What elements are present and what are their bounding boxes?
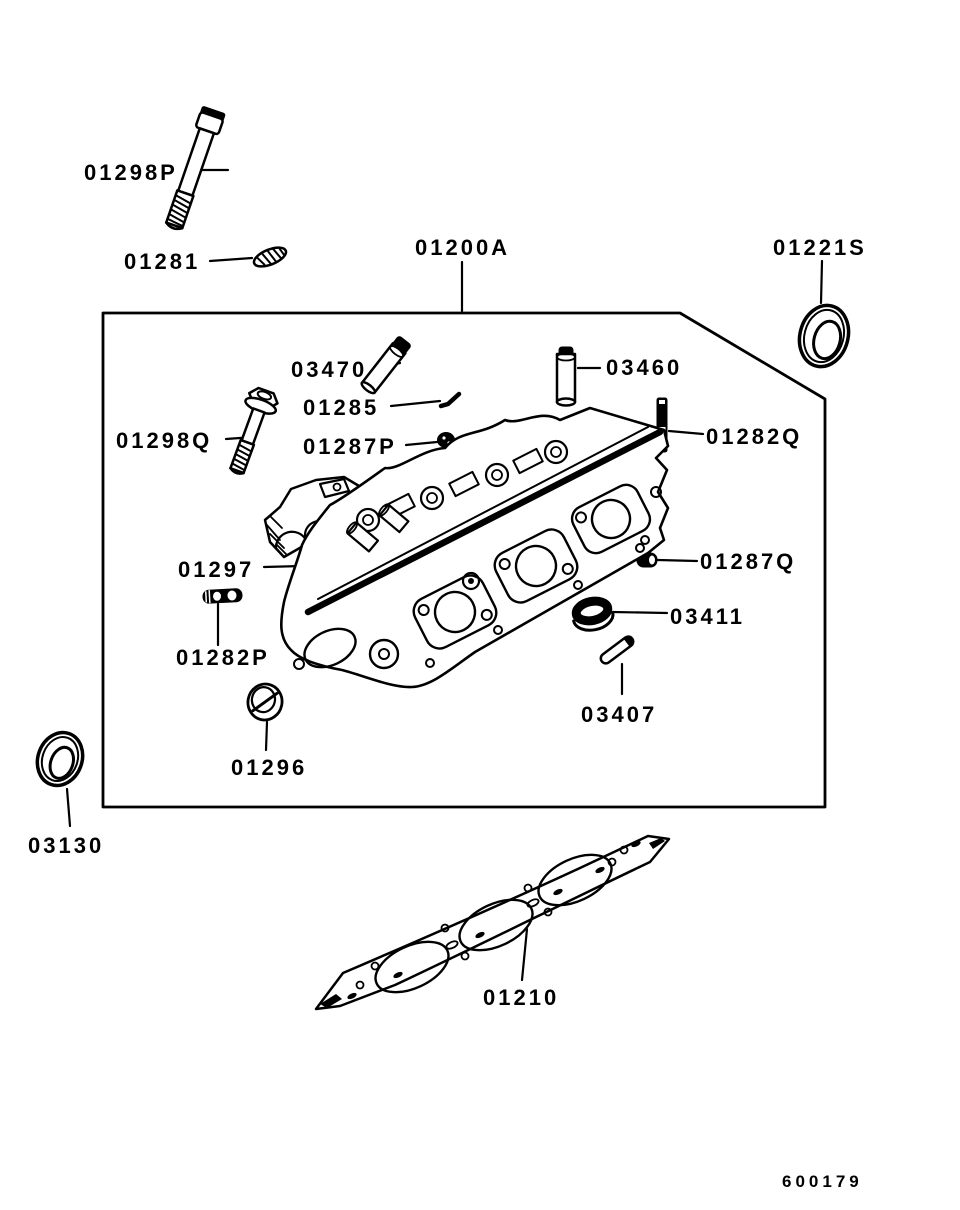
callout-label-01282P: 01282P [176,645,270,670]
callout-label-01298P: 01298P [84,160,178,185]
part-washer-01281 [252,246,288,268]
callout-label-01200A: 01200A [415,235,511,260]
callout-label-03411: 03411 [670,604,745,629]
part-dowel-03407 [599,635,635,665]
callout-label-01221S: 01221S [773,235,867,260]
part-cup-plug-01296 [246,682,284,722]
part-pin-01285 [438,391,462,409]
callout-label-01287P: 01287P [303,434,397,459]
drawing-number: 600179 [782,1172,863,1191]
part-seal-ring-01221S [797,303,851,369]
cam-cap-cluster-drawing [263,475,361,559]
part-valve-guide-03470 [360,336,411,395]
callout-label-03460: 03460 [606,355,683,380]
callout-label-01210: 01210 [483,985,560,1010]
part-head-gasket-01210 [314,834,671,1011]
callout-label-01297: 01297 [178,557,255,582]
callout-label-01285: 01285 [303,395,380,420]
part-seal-ring-03130 [35,730,85,788]
callout-label-01282Q: 01282Q [706,424,803,449]
callout-label-03130: 03130 [28,833,105,858]
part-bolt-01298P [164,106,226,231]
assembly-box-outline [101,311,827,809]
part-bolt-01298Q [229,386,279,475]
callout-label-03470: 03470 [291,357,368,382]
part-seal-03411 [571,596,615,632]
callout-label-01296: 01296 [231,755,308,780]
callout-label-03407: 03407 [581,702,658,727]
part-stud-01282P [202,588,243,604]
callout-label-01298Q: 01298Q [116,428,213,453]
part-valve-guide-03460 [555,346,577,407]
callout-label-01287Q: 01287Q [700,549,797,574]
callout-label-01281: 01281 [124,249,201,274]
cylinder-head-drawing [279,406,670,689]
